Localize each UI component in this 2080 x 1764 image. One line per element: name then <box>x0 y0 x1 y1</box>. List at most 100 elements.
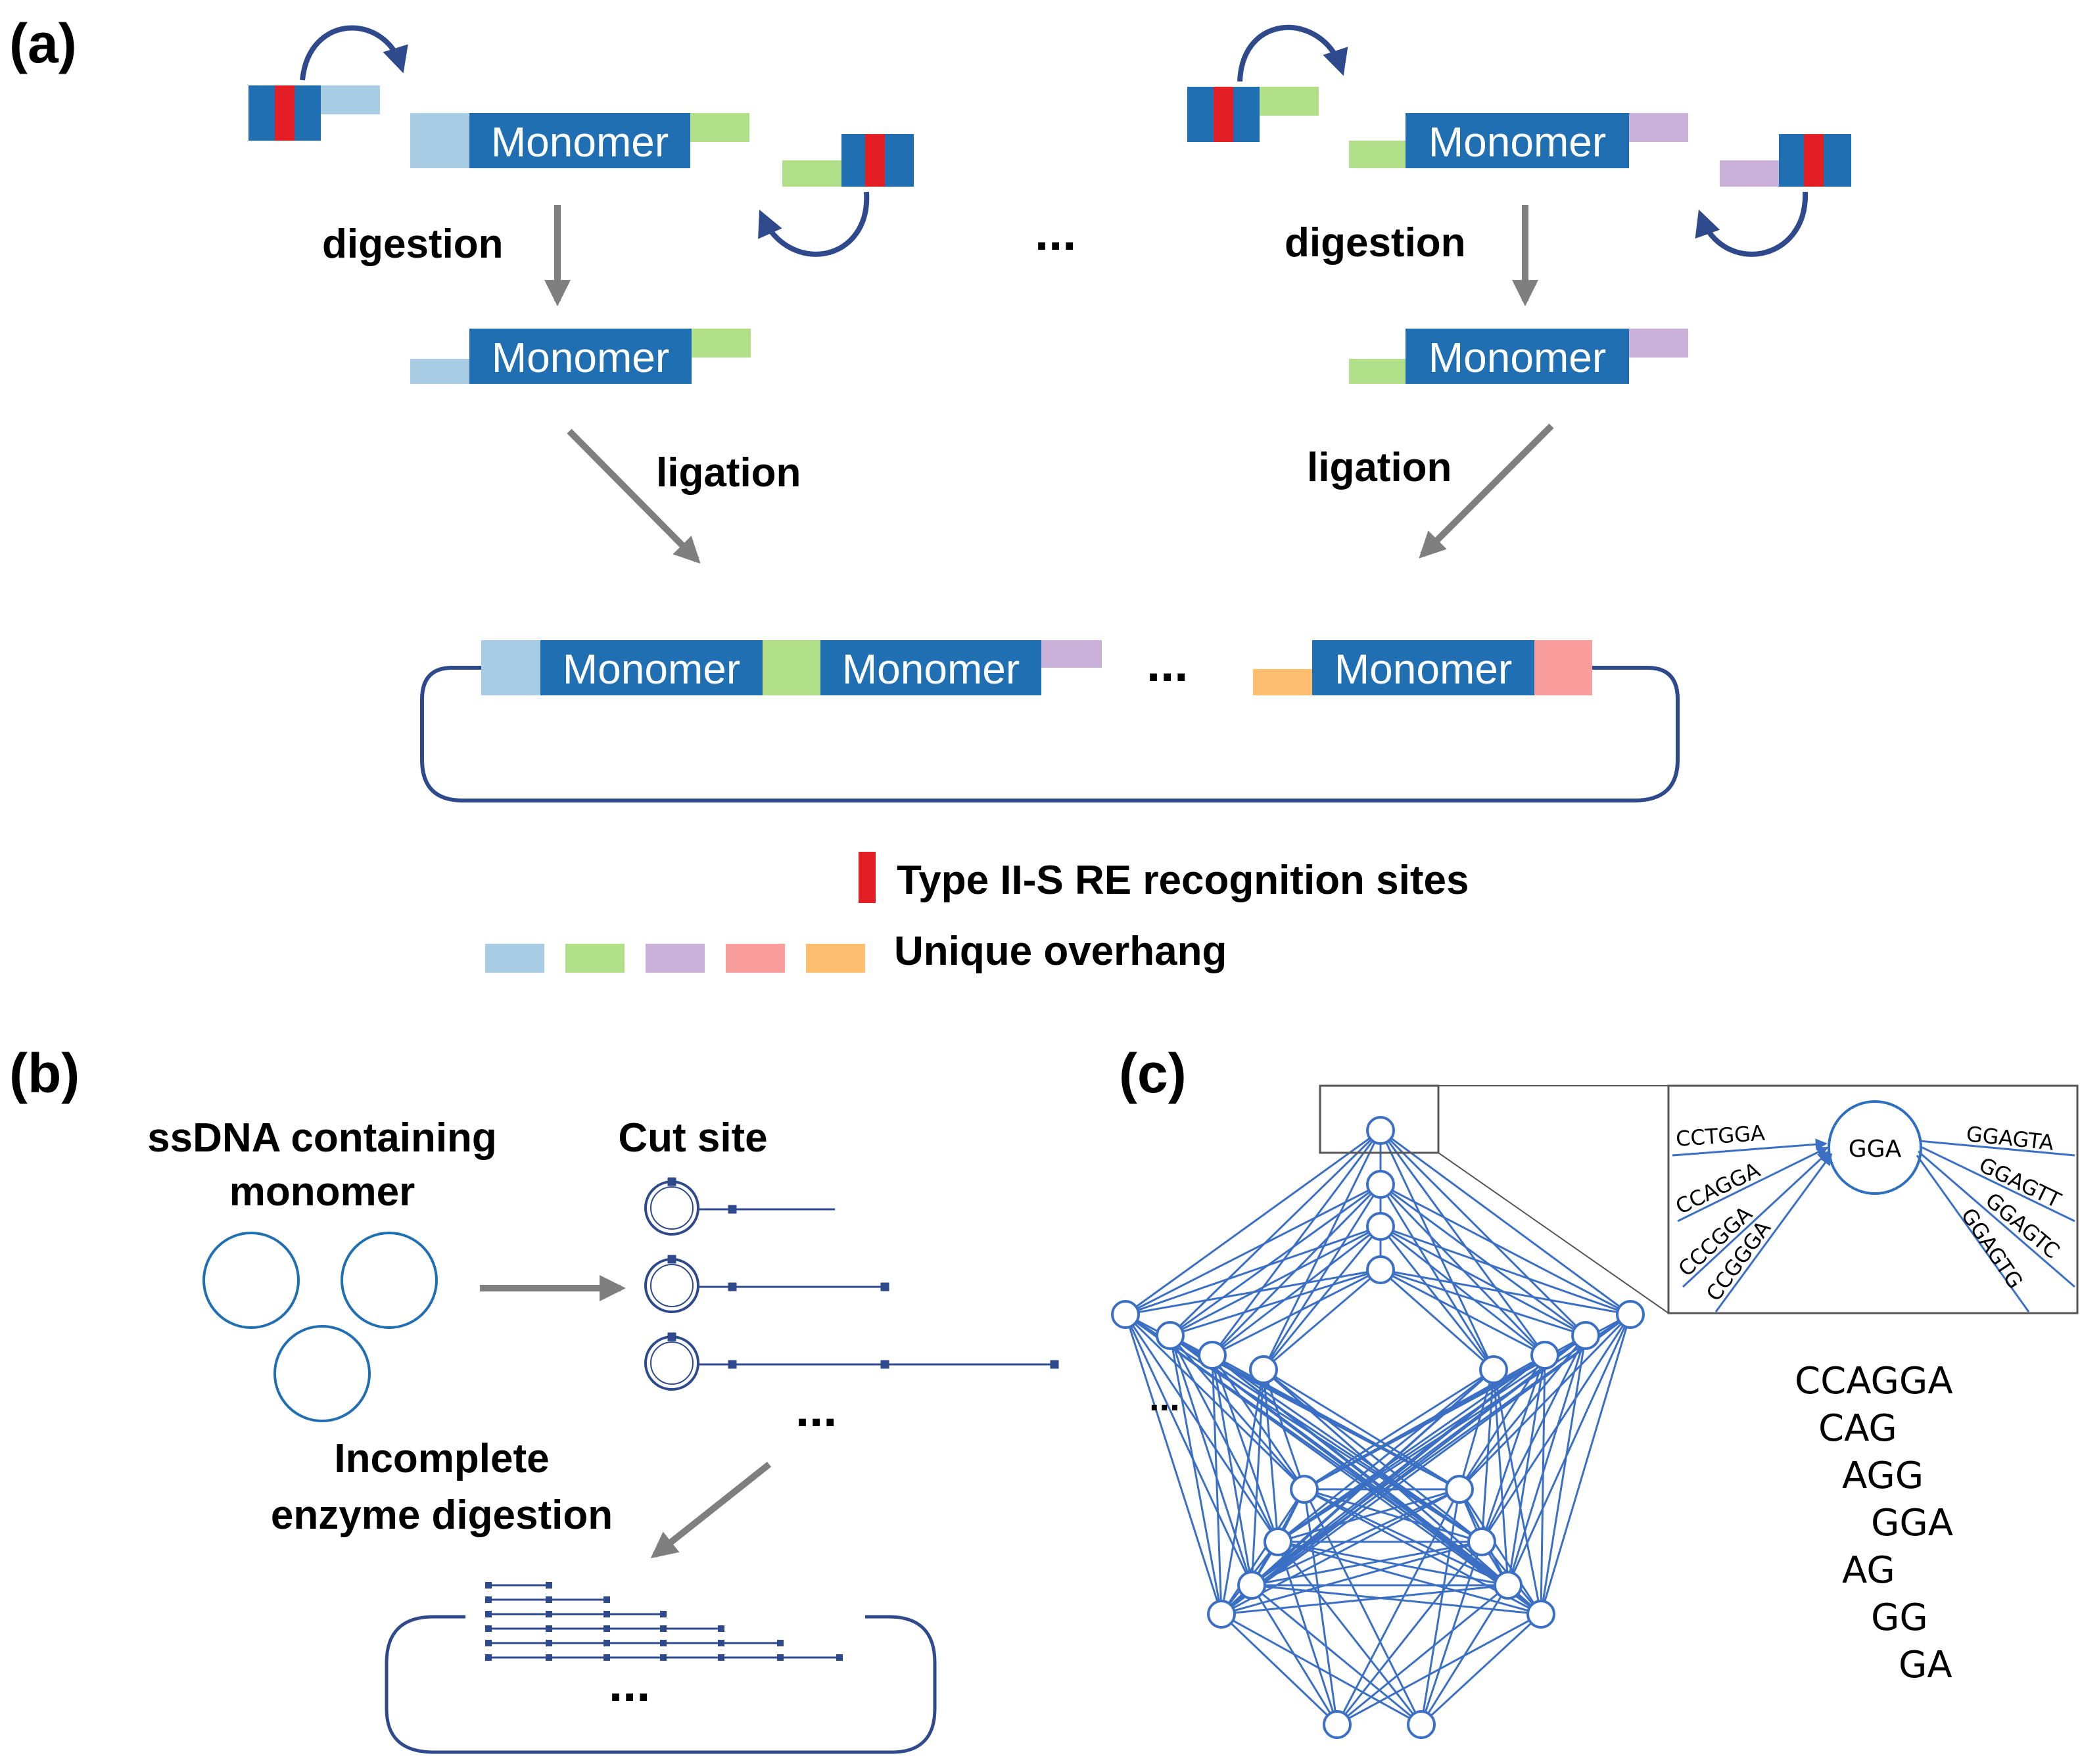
ellipsis-a-top: ... <box>1035 205 1076 261</box>
ellipsis-b-bottom: ... <box>609 1656 650 1712</box>
legend-recognition-label: Type II-S RE recognition sites <box>897 858 1469 903</box>
graph-edge <box>1379 1130 1495 1370</box>
curved-arrow <box>1695 191 1808 257</box>
panel-c-label: (c) <box>1119 1042 1187 1104</box>
graph-edge <box>1262 1369 1279 1543</box>
graph-edge <box>1212 1354 1482 1543</box>
graph-edge <box>1379 1226 1495 1370</box>
graph-edge <box>1125 1268 1381 1316</box>
monomer-label: Monomer <box>492 334 669 381</box>
ssdna-circle <box>273 1325 371 1422</box>
graph-edge <box>1262 1369 1306 1490</box>
legend-swatch-pink <box>726 944 785 973</box>
ligation-arrow-left <box>567 429 701 564</box>
monomer-label: Monomer <box>1429 334 1606 381</box>
graph-edge <box>1540 1335 1587 1615</box>
graph-node <box>1264 1527 1292 1556</box>
graph-edge <box>1169 1335 1223 1615</box>
graph-edge <box>1250 1585 1338 1725</box>
graph-edge <box>1480 1355 1546 1543</box>
graph-edge <box>1277 1541 1338 1725</box>
graph-edge <box>1262 1184 1382 1370</box>
assembled-plasmid: Monomer Monomer ... Monomer <box>420 636 1680 802</box>
kmer-line: AG <box>1842 1549 1895 1592</box>
graph-edge <box>1507 1314 1632 1586</box>
graph-edge <box>1492 1369 1509 1586</box>
zoom-inset <box>1667 1084 2079 1314</box>
graph-edge <box>1263 1268 1381 1371</box>
graph-edge <box>1220 1369 1265 1615</box>
graph-edge <box>1540 1355 1546 1615</box>
graph-edge <box>1380 1268 1494 1371</box>
graph-node <box>1407 1710 1436 1739</box>
zoom-region <box>1319 1084 1440 1154</box>
graph-edge <box>1380 1268 1586 1337</box>
monomer-label: Monomer <box>842 645 1020 693</box>
graph-node <box>1111 1300 1140 1329</box>
overhang-green <box>1260 87 1319 116</box>
center-node-label: GGA <box>1849 1136 1902 1163</box>
graph-edge <box>1170 1268 1381 1337</box>
graph-edge <box>1211 1355 1279 1543</box>
curved-arrow <box>300 25 408 81</box>
ellipsis-b-top: ... <box>795 1381 837 1437</box>
arrow-to-product <box>650 1462 772 1558</box>
graph-edge <box>1211 1355 1223 1615</box>
graph-edge <box>1211 1355 1253 1586</box>
graph-edge <box>1221 1584 1509 1615</box>
graph-edge <box>1251 1584 1542 1615</box>
panel-c: (c) ... GGA CCTGGA CCAGGA CCC <box>1111 1042 2079 1739</box>
graph-edge <box>1336 1541 1483 1725</box>
graph-edge <box>1211 1130 1382 1356</box>
graph-edge <box>1125 1183 1381 1316</box>
graph-edge <box>1420 1613 1542 1726</box>
graph-node <box>1479 1355 1508 1384</box>
graph-edge <box>1492 1369 1542 1615</box>
kmer-line: GG <box>1871 1596 1928 1639</box>
graph-node <box>1207 1600 1236 1629</box>
graph-edge <box>1250 1369 1265 1586</box>
graph-edge <box>1507 1335 1587 1586</box>
graph-edge <box>1480 1335 1587 1543</box>
ligation-arrow-right <box>1419 423 1554 559</box>
digestion-product-plasmid <box>385 1582 937 1754</box>
graph-node <box>1237 1571 1266 1600</box>
legend-swatch-orange <box>806 944 865 973</box>
graph-edge <box>1263 1368 1460 1491</box>
graph-edge <box>1277 1541 1542 1615</box>
graph-edge <box>1380 1268 1631 1316</box>
incomplete-label-line2: enzyme digestion <box>271 1493 613 1538</box>
graph-edge <box>1170 1225 1381 1337</box>
graph-node <box>1530 1341 1559 1370</box>
graph-edge <box>1277 1488 1460 1543</box>
plasmid-insert-left-right <box>758 134 914 257</box>
kmer-line: AGG <box>1842 1454 1924 1497</box>
graph-node <box>1366 1116 1395 1145</box>
graph-node <box>1290 1475 1319 1504</box>
graph-edge <box>1221 1334 1586 1615</box>
monomer-left-top: Monomer <box>410 113 749 168</box>
monomer-right-top: Monomer <box>1349 113 1688 168</box>
graph-node <box>1156 1321 1185 1350</box>
monomer-label: Monomer <box>1429 118 1606 166</box>
curved-arrow <box>1237 25 1348 82</box>
graph-edge <box>1380 1225 1586 1337</box>
graph-node <box>1494 1571 1523 1600</box>
recognition-site <box>1214 87 1233 142</box>
graph-edge <box>1304 1354 1546 1491</box>
incomplete-label-line1: Incomplete <box>334 1436 549 1481</box>
ssdna-label-line1: ssDNA containing <box>147 1115 497 1161</box>
graph-edge <box>1220 1368 1495 1615</box>
curved-arrow <box>758 191 870 257</box>
graph-node <box>1198 1341 1227 1370</box>
de-bruijn-graph <box>1111 1116 1645 1739</box>
kmer-example: CCAGGA CAG AGG GGA AG GG GA <box>1795 1360 1953 1686</box>
in-edge-label: CCTGGA <box>1675 1121 1766 1151</box>
graph-edge <box>1169 1335 1306 1490</box>
graph-node <box>1249 1355 1278 1384</box>
ssdna-label-line2: monomer <box>229 1169 415 1215</box>
graph-node <box>1366 1212 1395 1241</box>
monomer-label: Monomer <box>491 118 669 166</box>
graph-edge <box>1304 1488 1509 1587</box>
